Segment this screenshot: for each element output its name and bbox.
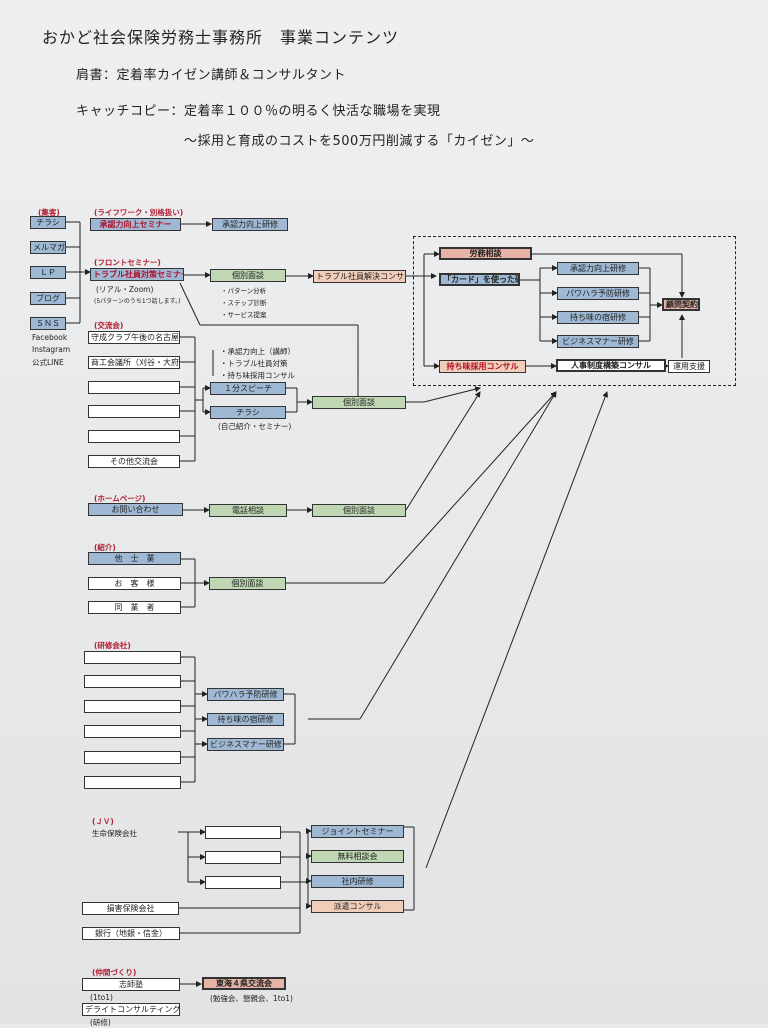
trouble-consult: トラブル社員解決コンサル	[313, 270, 406, 283]
hp-phone-consult: 電話相談	[209, 504, 287, 517]
labor-consult: 労務相談	[439, 247, 532, 260]
network-interview: 個別面談	[312, 396, 406, 409]
source-sns: ＳＮＳ	[30, 317, 66, 330]
front-seminar: トラブル社員対策セミナー	[90, 268, 184, 281]
section-jv: (ＪＶ)	[92, 817, 114, 826]
lifework-seminar: 承認力向上セミナー	[90, 218, 181, 231]
section-lifework: (ライフワーク・別格扱い)	[94, 208, 184, 217]
source-flyer: チラシ	[30, 216, 66, 229]
backend-training-1: 承認力向上研修	[557, 262, 639, 275]
jv-nonlife-insurance: 損害保険会社	[82, 902, 179, 915]
training-company-5	[84, 751, 181, 764]
network-item-3	[88, 381, 180, 394]
role-line: 肩書：定着率カイゼン講師＆コンサルタント	[76, 68, 347, 83]
section-front: (フロントセミナー)	[94, 258, 161, 267]
network-bullet-2: ・トラブル社員対策	[220, 359, 288, 368]
nakama-delight-note: (研修)	[90, 1018, 111, 1027]
front-bullet-1: ・パターン分析	[221, 287, 267, 295]
front-bullet-3: ・サービス提案	[221, 311, 267, 319]
nakama-delight: デライトコンサルティング	[82, 1003, 180, 1016]
jv-life-insurance: 生命保険会社	[92, 829, 137, 838]
backend-training-2: パワハラ予防研修	[557, 287, 639, 300]
source-blog: ブログ	[30, 292, 66, 305]
network-item-5	[88, 430, 180, 443]
advisory-contract: 顧問契約	[662, 298, 700, 311]
section-kouryuukai: (交流会)	[94, 321, 124, 330]
section-nakama: (仲間づくり)	[92, 968, 137, 977]
network-item-6: その他交流会	[88, 455, 180, 468]
backend-training-4: ビジネスマナー研修	[557, 335, 639, 348]
hp-interview: 個別面談	[312, 504, 406, 517]
jv-free-consult: 無料相談会	[311, 850, 404, 863]
card-training: 「カード」を使った研修	[439, 273, 520, 286]
operation-support: 運用支援	[668, 360, 710, 373]
backend-group	[413, 236, 736, 386]
network-bullet-3: ・持ち味採用コンサル	[220, 371, 295, 380]
lifework-training: 承認力向上研修	[212, 218, 288, 231]
jv-blank-2	[205, 851, 281, 864]
catchcopy-line-1: キャッチコピー：定着率１００％の明るく快活な職場を実現	[76, 104, 441, 119]
training-company-3	[84, 700, 181, 713]
jv-joint-seminar: ジョイントセミナー	[311, 825, 404, 838]
jv-inhouse-training: 社内研修	[311, 875, 404, 888]
sns-note-facebook: Facebook	[32, 333, 68, 342]
recruit-consult: 持ち味採用コンサル	[439, 360, 526, 373]
training-company-1	[84, 651, 181, 664]
referral-peer: 同 業 者	[88, 601, 181, 614]
referral-interview: 個別面談	[209, 577, 286, 590]
network-item-2: 商工会議所（刈谷・大府）	[88, 356, 180, 369]
training-company-6	[84, 776, 181, 789]
nakama-shishijuku-note: (1to1)	[90, 993, 113, 1002]
sns-note-line: 公式LINE	[32, 358, 64, 367]
kenshu-training-3: ビジネスマナー研修	[207, 738, 284, 751]
page-title: おかど社会保険労務士事務所 事業コンテンツ	[42, 28, 400, 47]
network-item-1: 守成クラブ午後の名古屋	[88, 331, 180, 344]
section-kenshu: (研修会社)	[94, 641, 131, 650]
network-item-4	[88, 405, 180, 418]
jv-blank-3	[205, 876, 281, 889]
referral-client: お 客 様	[88, 577, 181, 590]
referral-other-pro: 他 士 業	[88, 552, 181, 565]
jv-dispatch-consult: 派遣コンサル	[311, 900, 404, 913]
hp-inquiry: お問い合わせ	[88, 503, 183, 516]
sns-note-instagram: Instagram	[32, 345, 71, 354]
catchcopy-line-2: ～採用と育成のコストを500万円削減する「カイゼン」～	[184, 134, 535, 149]
nakama-shishijuku: 志師塾	[82, 978, 180, 991]
tokai-exchange: 東海４県交流会	[202, 977, 286, 990]
source-mailmag: メルマガ	[30, 241, 66, 254]
front-interview: 個別面談	[210, 269, 286, 282]
section-shuukyaku: (集客)	[38, 208, 60, 217]
section-shoukai: (紹介)	[94, 543, 116, 552]
jv-blank-1	[205, 826, 281, 839]
training-company-4	[84, 725, 181, 738]
source-lp: ＬＰ	[30, 266, 66, 279]
kenshu-training-1: パワハラ予防研修	[207, 688, 284, 701]
tokai-exchange-note: (勉強会、懇親会、1to1)	[210, 994, 293, 1003]
kenshu-training-2: 持ち味の宿研修	[207, 713, 284, 726]
hr-system-consult: 人事制度構築コンサル	[556, 359, 666, 372]
section-homepage: (ホームページ)	[94, 494, 146, 503]
network-flyer-note: (自己紹介・セミナー)	[218, 422, 292, 431]
front-bullet-2: ・ステップ診断	[221, 299, 267, 307]
front-note-pattern: (5パターンのうち1つ話します。)	[94, 298, 181, 305]
training-company-2	[84, 675, 181, 688]
network-flyer: チラシ	[210, 406, 286, 419]
network-bullet-1: ・承認力向上（講師）	[220, 347, 295, 356]
backend-training-3: 持ち味の宿研修	[557, 311, 639, 324]
front-note-format: (リアル・Zoom)	[96, 285, 154, 294]
jv-bank: 銀行（地銀・信金）	[82, 927, 180, 940]
one-minute-speech: １分スピーチ	[210, 382, 286, 395]
